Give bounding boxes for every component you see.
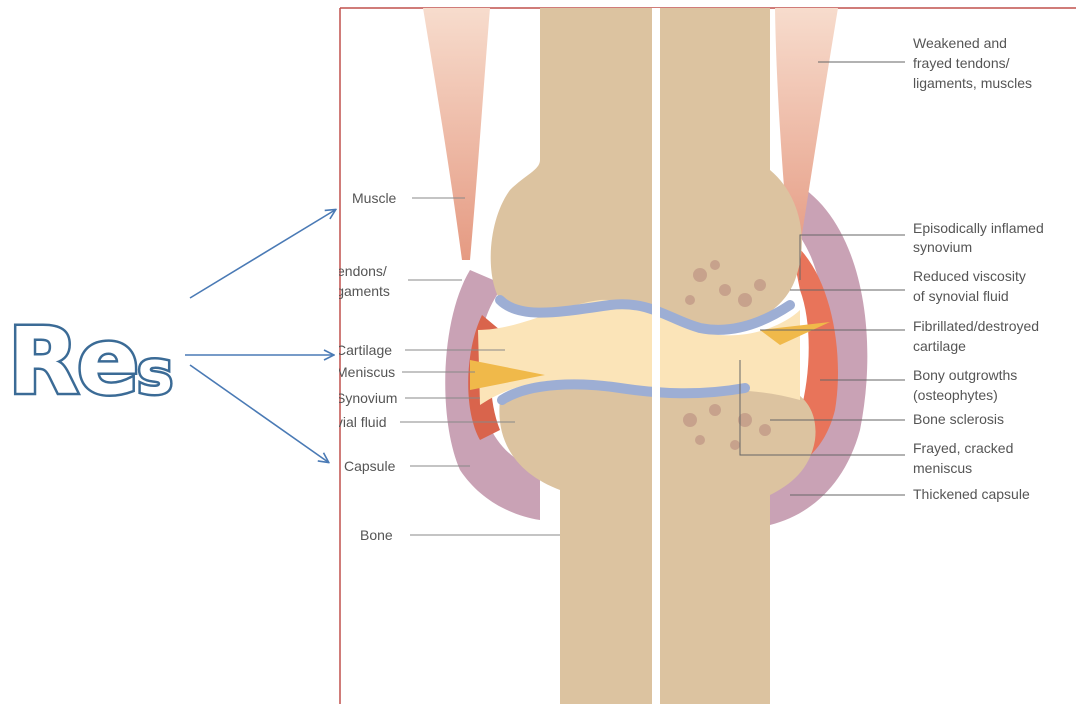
split-divider	[652, 8, 660, 704]
label-sclerosis: Bone sclerosis	[913, 411, 1004, 427]
label-reduced-2: of synovial fluid	[913, 288, 1009, 304]
label-meniscus: Meniscus	[336, 364, 395, 380]
label-bony-1: Bony outgrowths	[913, 367, 1017, 383]
label-fibrillated-2: cartilage	[913, 338, 966, 354]
label-clip-mask	[296, 260, 339, 440]
label-bone: Bone	[360, 527, 393, 543]
label-thickened: Thickened capsule	[913, 486, 1030, 502]
label-weakened-3: ligaments, muscles	[913, 75, 1032, 91]
label-cartilage: Cartilage	[336, 342, 392, 358]
slide-title: Res	[8, 308, 171, 415]
muscle-left	[423, 8, 490, 260]
label-episodic-2: synovium	[913, 239, 972, 255]
label-synovium: Synovium	[336, 390, 397, 406]
label-frayed-2: meniscus	[913, 460, 972, 476]
label-capsule: Capsule	[344, 458, 396, 474]
label-weakened-1: Weakened and	[913, 35, 1007, 51]
label-episodic-1: Episodically inflamed	[913, 220, 1044, 236]
label-frayed-1: Frayed, cracked	[913, 440, 1013, 456]
label-muscle: Muscle	[352, 190, 397, 206]
label-weakened-2: frayed tendons/	[913, 55, 1010, 71]
label-fibrillated-1: Fibrillated/destroyed	[913, 318, 1039, 334]
label-reduced-1: Reduced viscosity	[913, 268, 1026, 284]
label-bony-2: (osteophytes)	[913, 387, 998, 403]
